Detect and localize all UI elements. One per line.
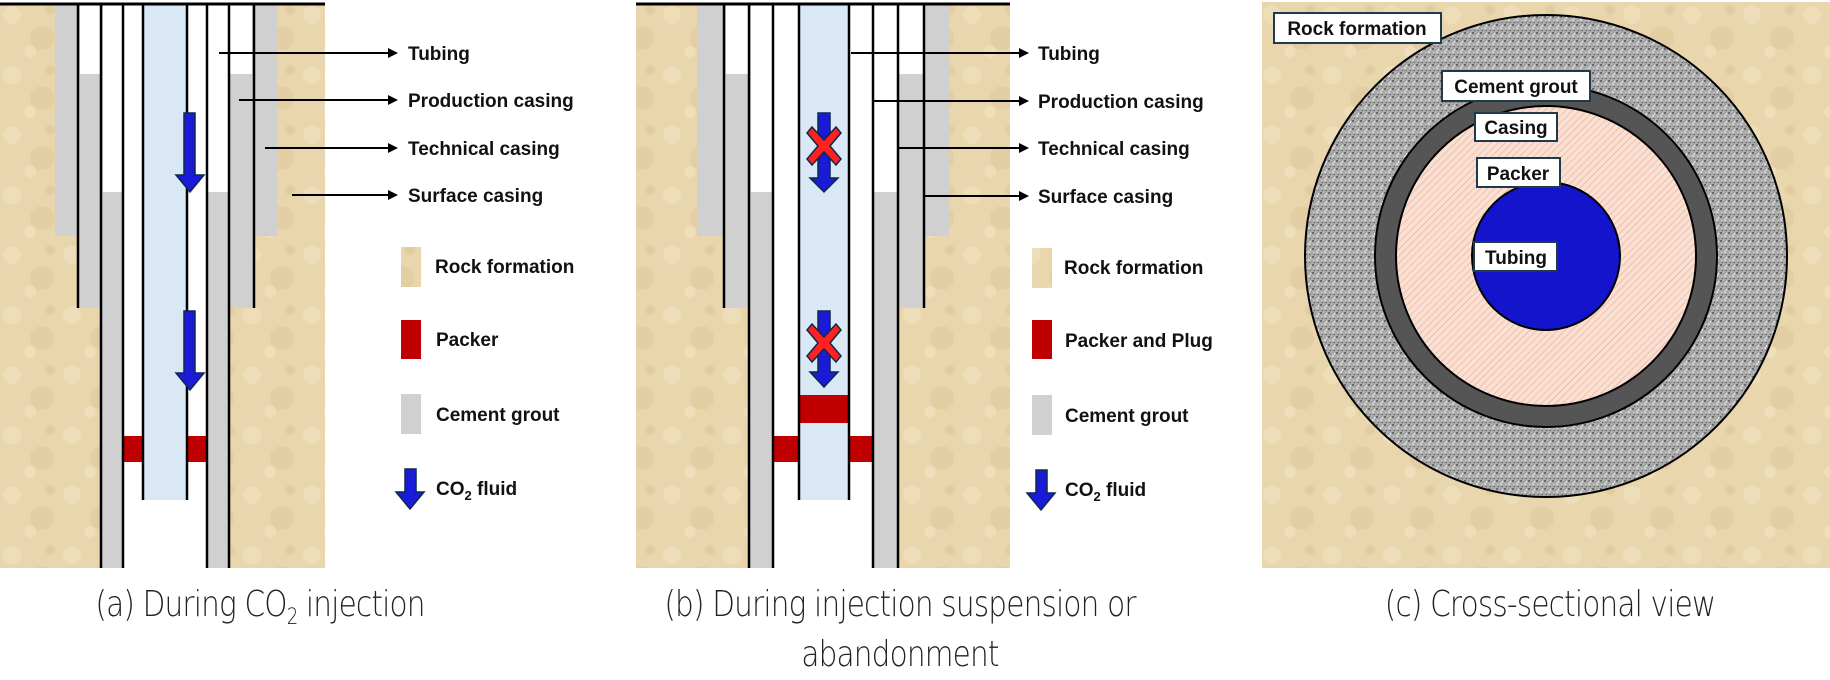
legend-label: CO2 fluid [1065, 480, 1146, 504]
svg-text:Packer: Packer [1487, 164, 1550, 185]
panel-c-cross-section: Rock formation Cement grout Casing Packe… [1262, 2, 1830, 568]
co2-flow-arrow [174, 310, 206, 392]
legend-b: Rock formation Packer and Plug Cement gr… [1025, 248, 1213, 512]
svg-text:Tubing: Tubing [1485, 248, 1547, 269]
packer-left [123, 436, 143, 462]
legend-swatch-packer [1032, 320, 1052, 359]
blocked-flow-icon [806, 112, 842, 194]
caption-c: (c) Cross-sectional view [1384, 584, 1716, 625]
legend-label: Rock formation [1064, 258, 1203, 279]
plug [799, 395, 849, 423]
legend-swatch-cement [401, 394, 421, 434]
tubing-fluid [799, 4, 849, 500]
label-technical-casing: Technical casing [1038, 139, 1190, 160]
label-box-rock: Rock formation [1273, 12, 1442, 44]
tubing-fluid [143, 4, 187, 500]
legend-swatch-cement [1032, 395, 1052, 435]
label-surface-casing: Surface casing [1038, 187, 1173, 208]
legend-label: CO2 fluid [436, 479, 517, 503]
casing-lines [722, 4, 926, 568]
label-surface-casing: Surface casing [408, 186, 543, 207]
legend-swatch-rock [1032, 248, 1052, 288]
legend-a: Rock formation Packer Cement grout CO2 f… [394, 247, 574, 511]
panel-b-wellbore [636, 2, 1029, 568]
label-tubing: Tubing [408, 44, 470, 65]
pointer-lines [219, 52, 390, 196]
svg-text:Casing: Casing [1484, 118, 1547, 139]
pointer-arrowheads [388, 48, 398, 200]
legend-label: Packer [436, 330, 499, 351]
packer-right [849, 436, 873, 462]
pointer-arrowheads [1019, 48, 1029, 201]
blocked-flow-icon [806, 310, 842, 389]
legend-label: Packer and Plug [1065, 331, 1213, 352]
casing-lines [76, 4, 256, 568]
label-tubing: Tubing [1038, 44, 1100, 65]
legend-label: Rock formation [435, 257, 574, 278]
legend-swatch-arrow-icon [394, 468, 426, 511]
legend-swatch-packer [401, 320, 421, 359]
label-box-tubing: Tubing [1473, 241, 1558, 272]
legend-label: Cement grout [436, 405, 560, 426]
label-box-packer: Packer [1476, 157, 1561, 188]
legend-label: Cement grout [1065, 406, 1189, 427]
svg-text:Cement grout: Cement grout [1454, 77, 1578, 98]
label-box-casing: Casing [1474, 112, 1558, 142]
svg-text:Rock formation: Rock formation [1287, 19, 1426, 40]
packer-left [774, 436, 799, 462]
pointer-lines [851, 52, 1020, 197]
label-technical-casing: Technical casing [408, 139, 560, 160]
label-box-cement: Cement grout [1441, 70, 1591, 102]
legend-swatch-rock [401, 247, 421, 287]
co2-flow-arrow [174, 112, 206, 194]
label-production-casing: Production casing [1038, 92, 1204, 113]
packer-right [187, 436, 207, 462]
label-production-casing: Production casing [408, 91, 574, 112]
caption-a: (a) During CO2 injection [95, 584, 425, 631]
legend-swatch-arrow-icon [1025, 469, 1057, 512]
panel-a-wellbore [0, 2, 398, 568]
